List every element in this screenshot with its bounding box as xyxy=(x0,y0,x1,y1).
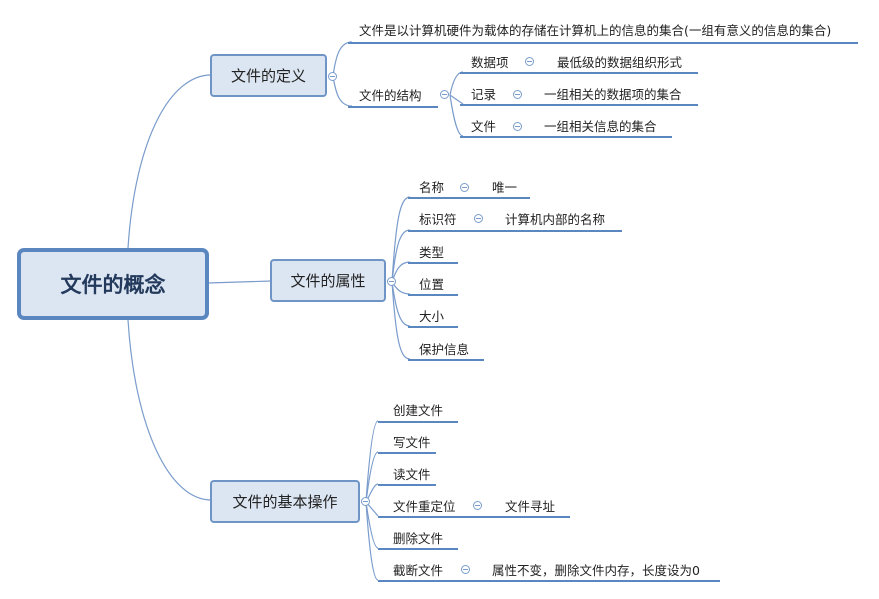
connector-structure-file xyxy=(449,94,464,137)
attr-type[interactable]: 类型 xyxy=(419,245,445,260)
connector-root-operations xyxy=(127,319,212,501)
op-truncate[interactable]: 截断文件 xyxy=(393,563,444,578)
structure-file-note[interactable]: 一组相关信息的集合 xyxy=(544,119,657,134)
collapse-toggle-relocate[interactable] xyxy=(473,501,482,510)
collapse-toggle-truncate[interactable] xyxy=(461,565,470,574)
connector-definition-text xyxy=(332,41,353,77)
collapse-toggle-record[interactable] xyxy=(513,90,522,99)
connector-structure-dataitem xyxy=(449,71,464,96)
collapse-toggle-definition[interactable] xyxy=(328,72,337,81)
op-relocate[interactable]: 文件重定位 xyxy=(393,499,456,514)
connector-attr-identifier xyxy=(391,229,411,283)
structure-dataitem-note[interactable]: 最低级的数据组织形式 xyxy=(557,55,683,70)
connector-op-write xyxy=(365,451,379,503)
structure-record-note[interactable]: 一组相关的数据项的集合 xyxy=(544,87,682,102)
connector-definition-structure xyxy=(332,75,353,107)
collapse-toggle-dataitem[interactable] xyxy=(525,57,534,66)
op-create[interactable]: 创建文件 xyxy=(393,403,444,418)
connector-root-attributes xyxy=(207,280,272,284)
collapse-toggle-operations[interactable] xyxy=(361,497,370,506)
op-delete[interactable]: 删除文件 xyxy=(393,531,444,546)
attr-name-note[interactable]: 唯一 xyxy=(492,180,518,195)
collapse-toggle-name[interactable] xyxy=(460,183,469,192)
branch-operations[interactable]: 文件的基本操作 xyxy=(210,480,360,523)
collapse-toggle-file[interactable] xyxy=(513,122,522,131)
connector-structure-record xyxy=(449,94,464,105)
connector-op-create xyxy=(365,420,379,503)
collapse-toggle-structure[interactable] xyxy=(440,90,449,99)
connector-attr-protection xyxy=(391,281,411,360)
attr-size[interactable]: 大小 xyxy=(419,309,445,324)
connector-root-definition xyxy=(127,74,212,249)
attr-identifier-note[interactable]: 计算机内部的名称 xyxy=(505,212,606,227)
collapse-toggle-identifier[interactable] xyxy=(474,214,483,223)
branch-attributes[interactable]: 文件的属性 xyxy=(270,259,386,302)
op-relocate-note[interactable]: 文件寻址 xyxy=(505,499,556,514)
structure-dataitem[interactable]: 数据项 xyxy=(471,55,509,70)
attr-protection[interactable]: 保护信息 xyxy=(419,342,470,357)
op-read[interactable]: 读文件 xyxy=(393,467,431,482)
structure-topic[interactable]: 文件的结构 xyxy=(359,88,422,103)
op-write[interactable]: 写文件 xyxy=(393,435,431,450)
root-topic[interactable]: 文件的概念 xyxy=(17,248,209,320)
definition-text[interactable]: 文件是以计算机硬件为载体的存储在计算机上的信息的集合(一组有意义的信息的集合) xyxy=(359,23,832,38)
structure-file[interactable]: 文件 xyxy=(471,119,497,134)
branch-definition[interactable]: 文件的定义 xyxy=(210,54,327,97)
collapse-toggle-attributes[interactable] xyxy=(387,277,396,286)
attr-name[interactable]: 名称 xyxy=(419,180,445,195)
attr-location[interactable]: 位置 xyxy=(419,277,445,292)
connector-attr-name xyxy=(391,196,411,283)
op-truncate-note[interactable]: 属性不变，删除文件内存，长度设为0 xyxy=(492,563,700,578)
attr-identifier[interactable]: 标识符 xyxy=(419,212,457,227)
structure-record[interactable]: 记录 xyxy=(471,87,497,102)
connector-op-truncate xyxy=(365,501,379,581)
